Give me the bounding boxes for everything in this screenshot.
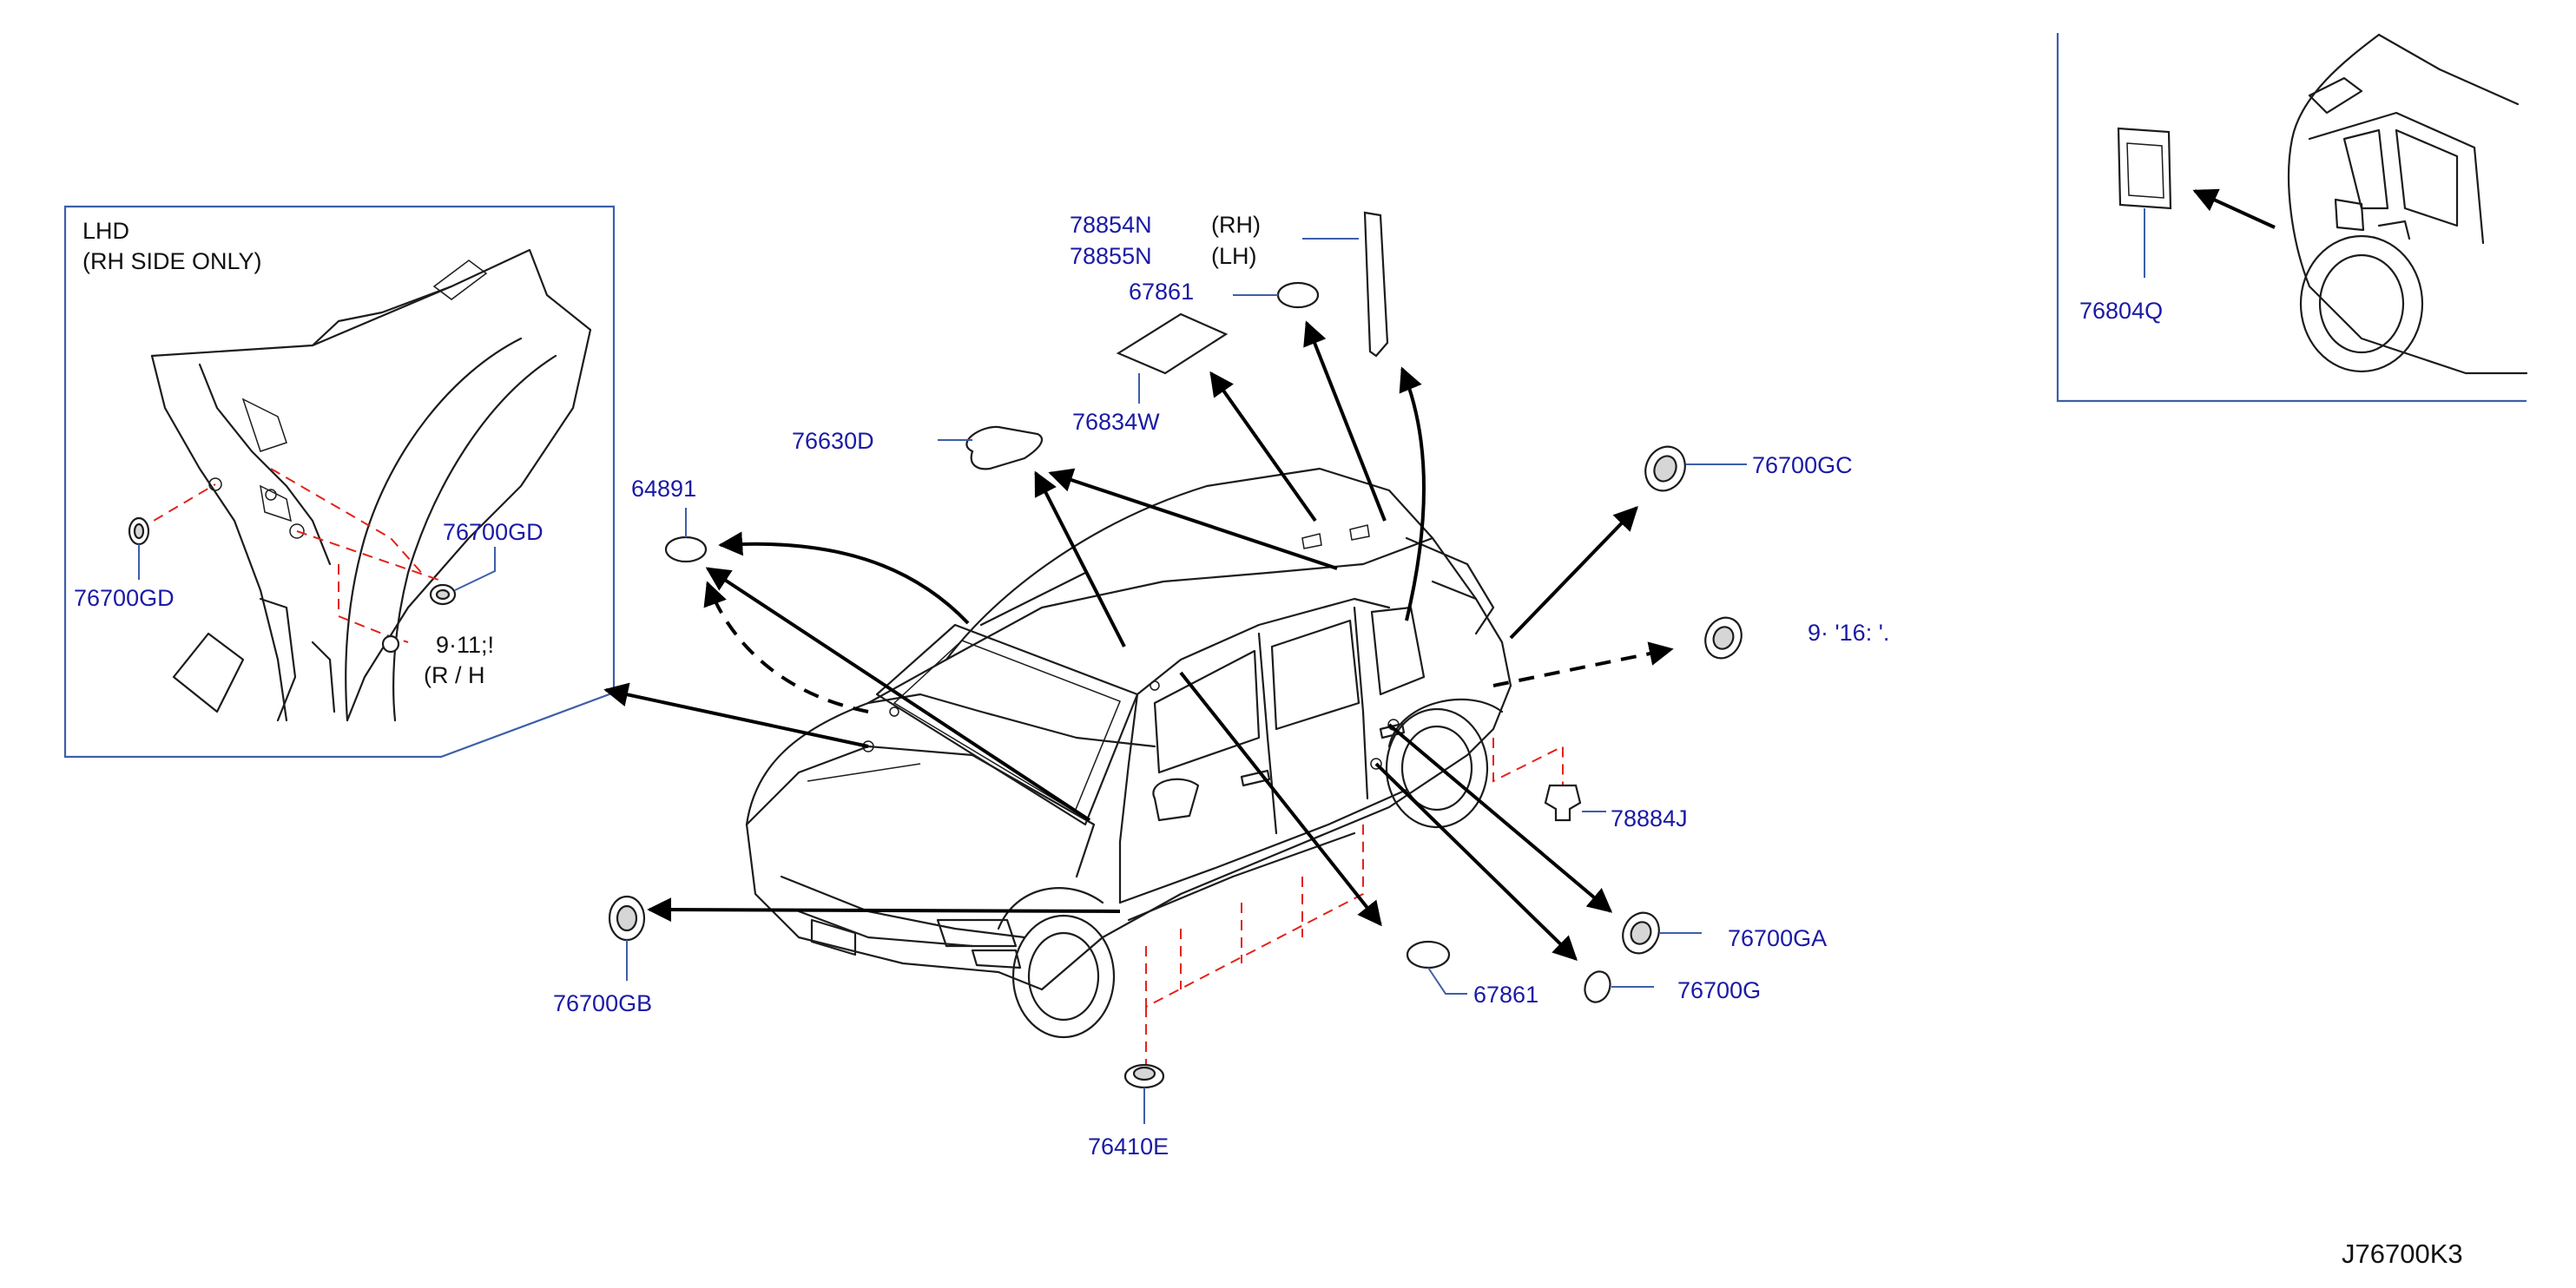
label-67861-bottom: 67861 bbox=[1473, 982, 1538, 1008]
part-76630D bbox=[965, 425, 1044, 470]
main-guides bbox=[1145, 738, 1564, 1068]
label-76700GD-b: 76700GD bbox=[443, 519, 544, 545]
part-78884J bbox=[1544, 784, 1582, 822]
label-76700G: 76700G bbox=[1677, 977, 1761, 1003]
part-76700G bbox=[1584, 970, 1611, 1003]
label-78854N: 78854N bbox=[1070, 212, 1152, 238]
part-67861-top bbox=[1276, 281, 1320, 309]
label-78855N: 78855N bbox=[1070, 243, 1152, 269]
label-78884J: 78884J bbox=[1611, 805, 1688, 831]
label-64891: 64891 bbox=[631, 476, 696, 502]
fender-sketch bbox=[150, 248, 592, 722]
rear-car-sketch bbox=[2287, 33, 2528, 375]
label-partial-code: 9·11;! bbox=[436, 632, 494, 658]
diagram-code: J76700K3 bbox=[2342, 1239, 2463, 1269]
lhd-inset: LHD (RH SIDE ONLY) bbox=[63, 205, 616, 759]
label-76700GC: 76700GC bbox=[1752, 452, 1853, 478]
lhd-subtitle: (RH SIDE ONLY) bbox=[82, 248, 262, 274]
rear-inset: 76804Q bbox=[2056, 33, 2528, 403]
labels: 78854N (RH) 78855N (LH) 67861 76834W 766… bbox=[553, 212, 2463, 1269]
part-76834W bbox=[1116, 312, 1229, 375]
label-67861-top: 67861 bbox=[1129, 279, 1194, 305]
rear-inset-frame bbox=[2056, 33, 2527, 403]
label-76834W: 76834W bbox=[1072, 409, 1160, 435]
arrows bbox=[603, 320, 1674, 961]
part-64891 bbox=[664, 536, 708, 563]
label-76700GD-a: 76700GD bbox=[74, 585, 175, 611]
lhd-title: LHD bbox=[82, 218, 129, 244]
label-partial-side: (R / H bbox=[424, 662, 485, 688]
fuel-lid-76804Q bbox=[2117, 127, 2172, 210]
clip-partial bbox=[381, 634, 400, 654]
label-76700GB: 76700GB bbox=[553, 990, 652, 1016]
label-76410E: 76410E bbox=[1088, 1134, 1169, 1160]
part-78854N bbox=[1363, 211, 1389, 358]
label-76700GA: 76700GA bbox=[1728, 925, 1827, 951]
label-78855N-side: (LH) bbox=[1211, 243, 1257, 269]
label-76630D: 76630D bbox=[792, 428, 874, 454]
parts bbox=[608, 211, 1747, 1124]
part-67861-bottom bbox=[1406, 940, 1451, 969]
main-car-sketch bbox=[745, 467, 1512, 1039]
label-78854N-side: (RH) bbox=[1211, 212, 1261, 238]
label-partial-right: 9· '16: '. bbox=[1808, 620, 1889, 646]
label-76804Q: 76804Q bbox=[2079, 298, 2163, 324]
lhd-inset-frame bbox=[63, 205, 616, 759]
